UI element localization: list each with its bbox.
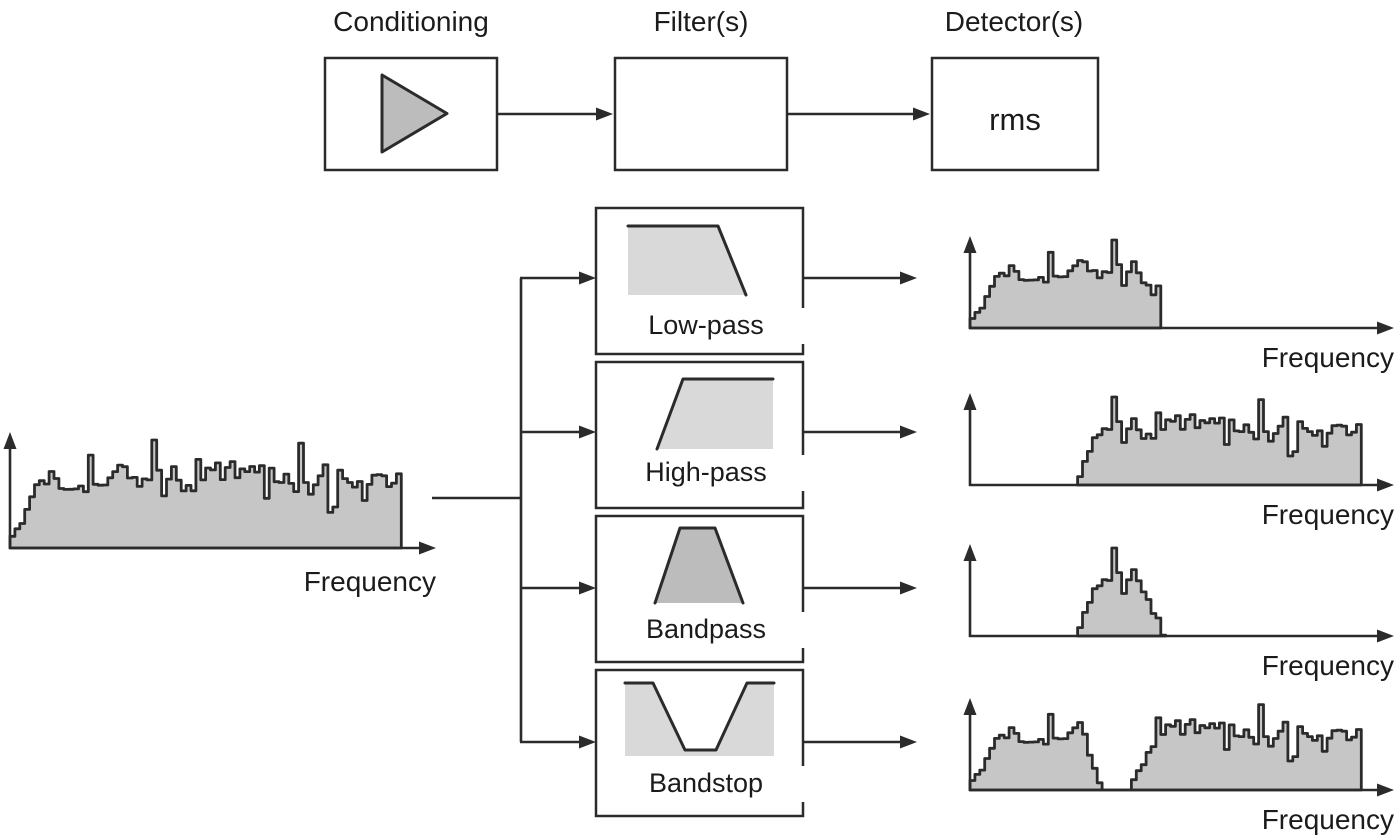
stage-title-conditioning: Conditioning — [333, 6, 489, 37]
lowpass-frequency-axis-label: Frequency — [1261, 342, 1394, 373]
highpass-frequency-axis-label: Frequency — [1261, 499, 1394, 530]
lowpass-response-icon — [626, 224, 748, 297]
stage-boxes — [323, 56, 1100, 172]
filter-label-lowpass: Low-pass — [600, 308, 812, 344]
flow-arrows — [432, 107, 930, 749]
bandstop-output-plot — [963, 698, 1394, 797]
bandpass-response-icon — [653, 526, 745, 605]
bandpass-output-plot — [963, 544, 1394, 643]
rms-detector-label: rms — [989, 102, 1041, 137]
input-spectrum-plot — [3, 432, 436, 555]
lowpass-output-plot — [963, 236, 1394, 335]
bandstop-frequency-axis-label: Frequency — [1261, 804, 1394, 835]
filter-label-bandpass: Bandpass — [600, 612, 812, 648]
highpass-output-plot — [963, 393, 1394, 492]
filter-label-bandstop: Bandstop — [600, 766, 812, 802]
stage-title-filters: Filter(s) — [653, 6, 749, 37]
bandstop-response-icon — [623, 681, 776, 756]
stage-title-detectors: Detector(s) — [944, 6, 1084, 37]
amplifier-triangle-icon — [380, 73, 449, 154]
highpass-response-icon — [655, 377, 775, 451]
input-frequency-axis-label: Frequency — [303, 566, 436, 597]
filter-label-highpass: High-pass — [600, 455, 812, 491]
bandpass-frequency-axis-label: Frequency — [1261, 650, 1394, 681]
